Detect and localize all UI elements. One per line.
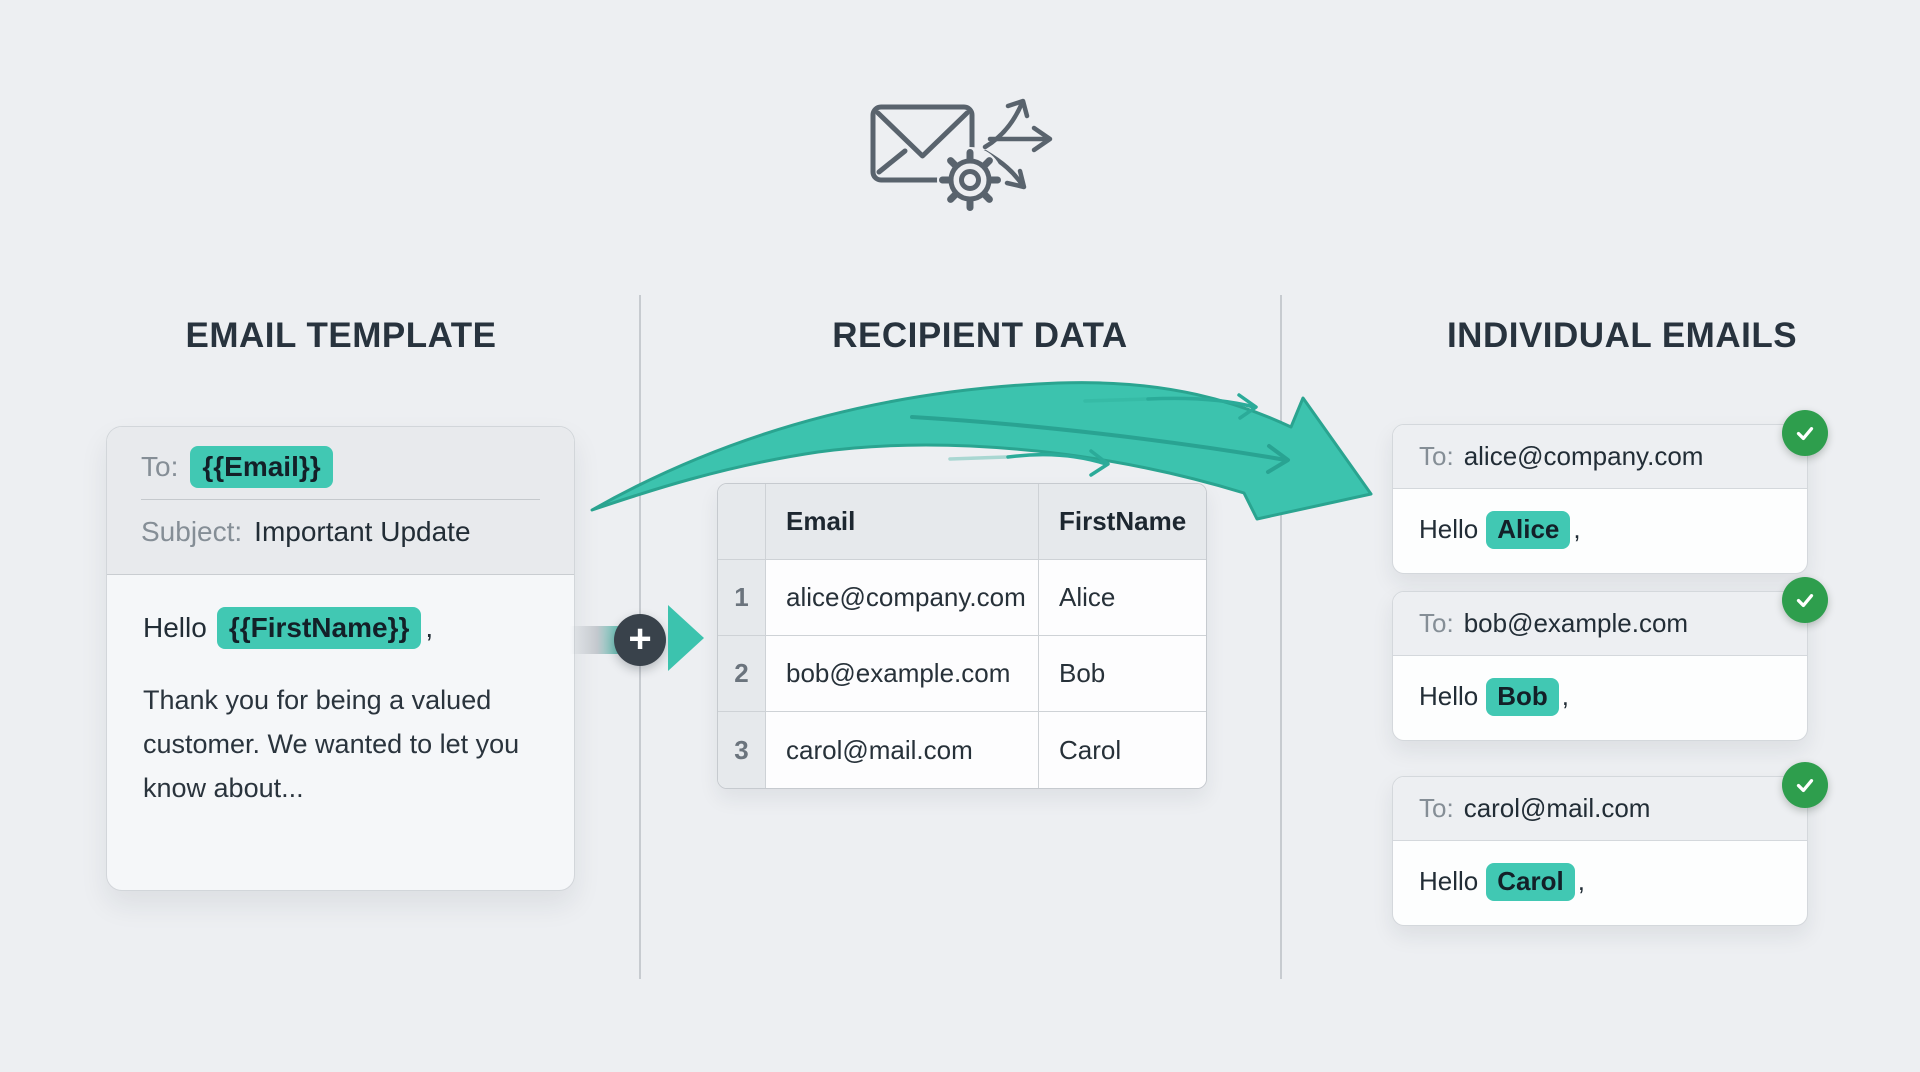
gear-icon (937, 147, 1003, 213)
header-divider (141, 499, 540, 500)
email-variable-chip: {{Email}} (190, 445, 333, 489)
greeting-prefix: Hello (1419, 681, 1479, 711)
table-corner-cell (718, 484, 766, 560)
heading-individual-emails: INDIVIDUAL EMAILS (1446, 316, 1798, 355)
greeting-prefix: Hello (1419, 514, 1479, 544)
check-icon (1782, 762, 1828, 808)
row-number: 2 (718, 636, 766, 712)
table-cell-email: bob@example.com (766, 636, 1039, 712)
table-cell-email: alice@company.com (766, 560, 1039, 636)
email-template-card: To: {{Email}} Subject: Important Update … (106, 426, 575, 891)
email-card-header: To: bob@example.com (1393, 592, 1807, 656)
subject-value: Important Update (254, 516, 471, 547)
to-label: To: (1419, 441, 1454, 471)
table-header-firstname: FirstName (1039, 484, 1206, 560)
name-chip: Carol (1486, 863, 1575, 901)
to-value: carol@mail.com (1463, 793, 1651, 823)
recipient-table: Email FirstName 1 alice@company.com Alic… (717, 483, 1207, 789)
greeting-suffix: , (1577, 866, 1585, 896)
speed-arrows-icon (948, 393, 1258, 477)
to-label: To: (1419, 608, 1454, 638)
firstname-variable-chip: {{FirstName}} (216, 607, 422, 650)
greeting-prefix: Hello (1419, 866, 1479, 896)
table-cell-email: carol@mail.com (766, 712, 1039, 788)
email-card-header: To: alice@company.com (1393, 425, 1807, 489)
row-number: 3 (718, 712, 766, 788)
to-value: alice@company.com (1463, 441, 1704, 471)
name-chip: Bob (1486, 678, 1559, 716)
table-header-email: Email (766, 484, 1039, 560)
template-card-body: Hello {{FirstName}}, Thank you for being … (107, 575, 574, 842)
table-cell-firstname: Alice (1039, 560, 1206, 636)
check-icon (1782, 577, 1828, 623)
plus-glyph: + (628, 616, 652, 661)
name-chip: Alice (1486, 511, 1571, 549)
column-divider-right (1280, 295, 1282, 979)
to-label: To: (141, 451, 179, 482)
plus-icon: + (614, 614, 666, 666)
template-card-header: To: {{Email}} Subject: Important Update (107, 427, 574, 575)
greeting-suffix: , (1573, 514, 1581, 544)
arrow-right-icon (668, 605, 704, 671)
table-cell-firstname: Bob (1039, 636, 1206, 712)
table-cell-firstname: Carol (1039, 712, 1206, 788)
fan-out-arrows-icon (982, 98, 1053, 190)
template-body-text: Thank you for being a valued customer. W… (143, 685, 520, 803)
to-label: To: (1419, 793, 1454, 823)
greeting-suffix: , (425, 612, 434, 643)
heading-email-template: EMAIL TEMPLATE (185, 316, 497, 355)
greeting-prefix: Hello (143, 612, 207, 643)
check-icon (1782, 410, 1828, 456)
email-card-header: To: carol@mail.com (1393, 777, 1807, 841)
to-value: bob@example.com (1463, 608, 1689, 638)
subject-label: Subject: (141, 516, 243, 547)
heading-recipient-data: RECIPIENT DATA (832, 316, 1128, 355)
greeting-suffix: , (1561, 681, 1570, 711)
envelope-icon (870, 104, 975, 183)
row-number: 1 (718, 560, 766, 636)
